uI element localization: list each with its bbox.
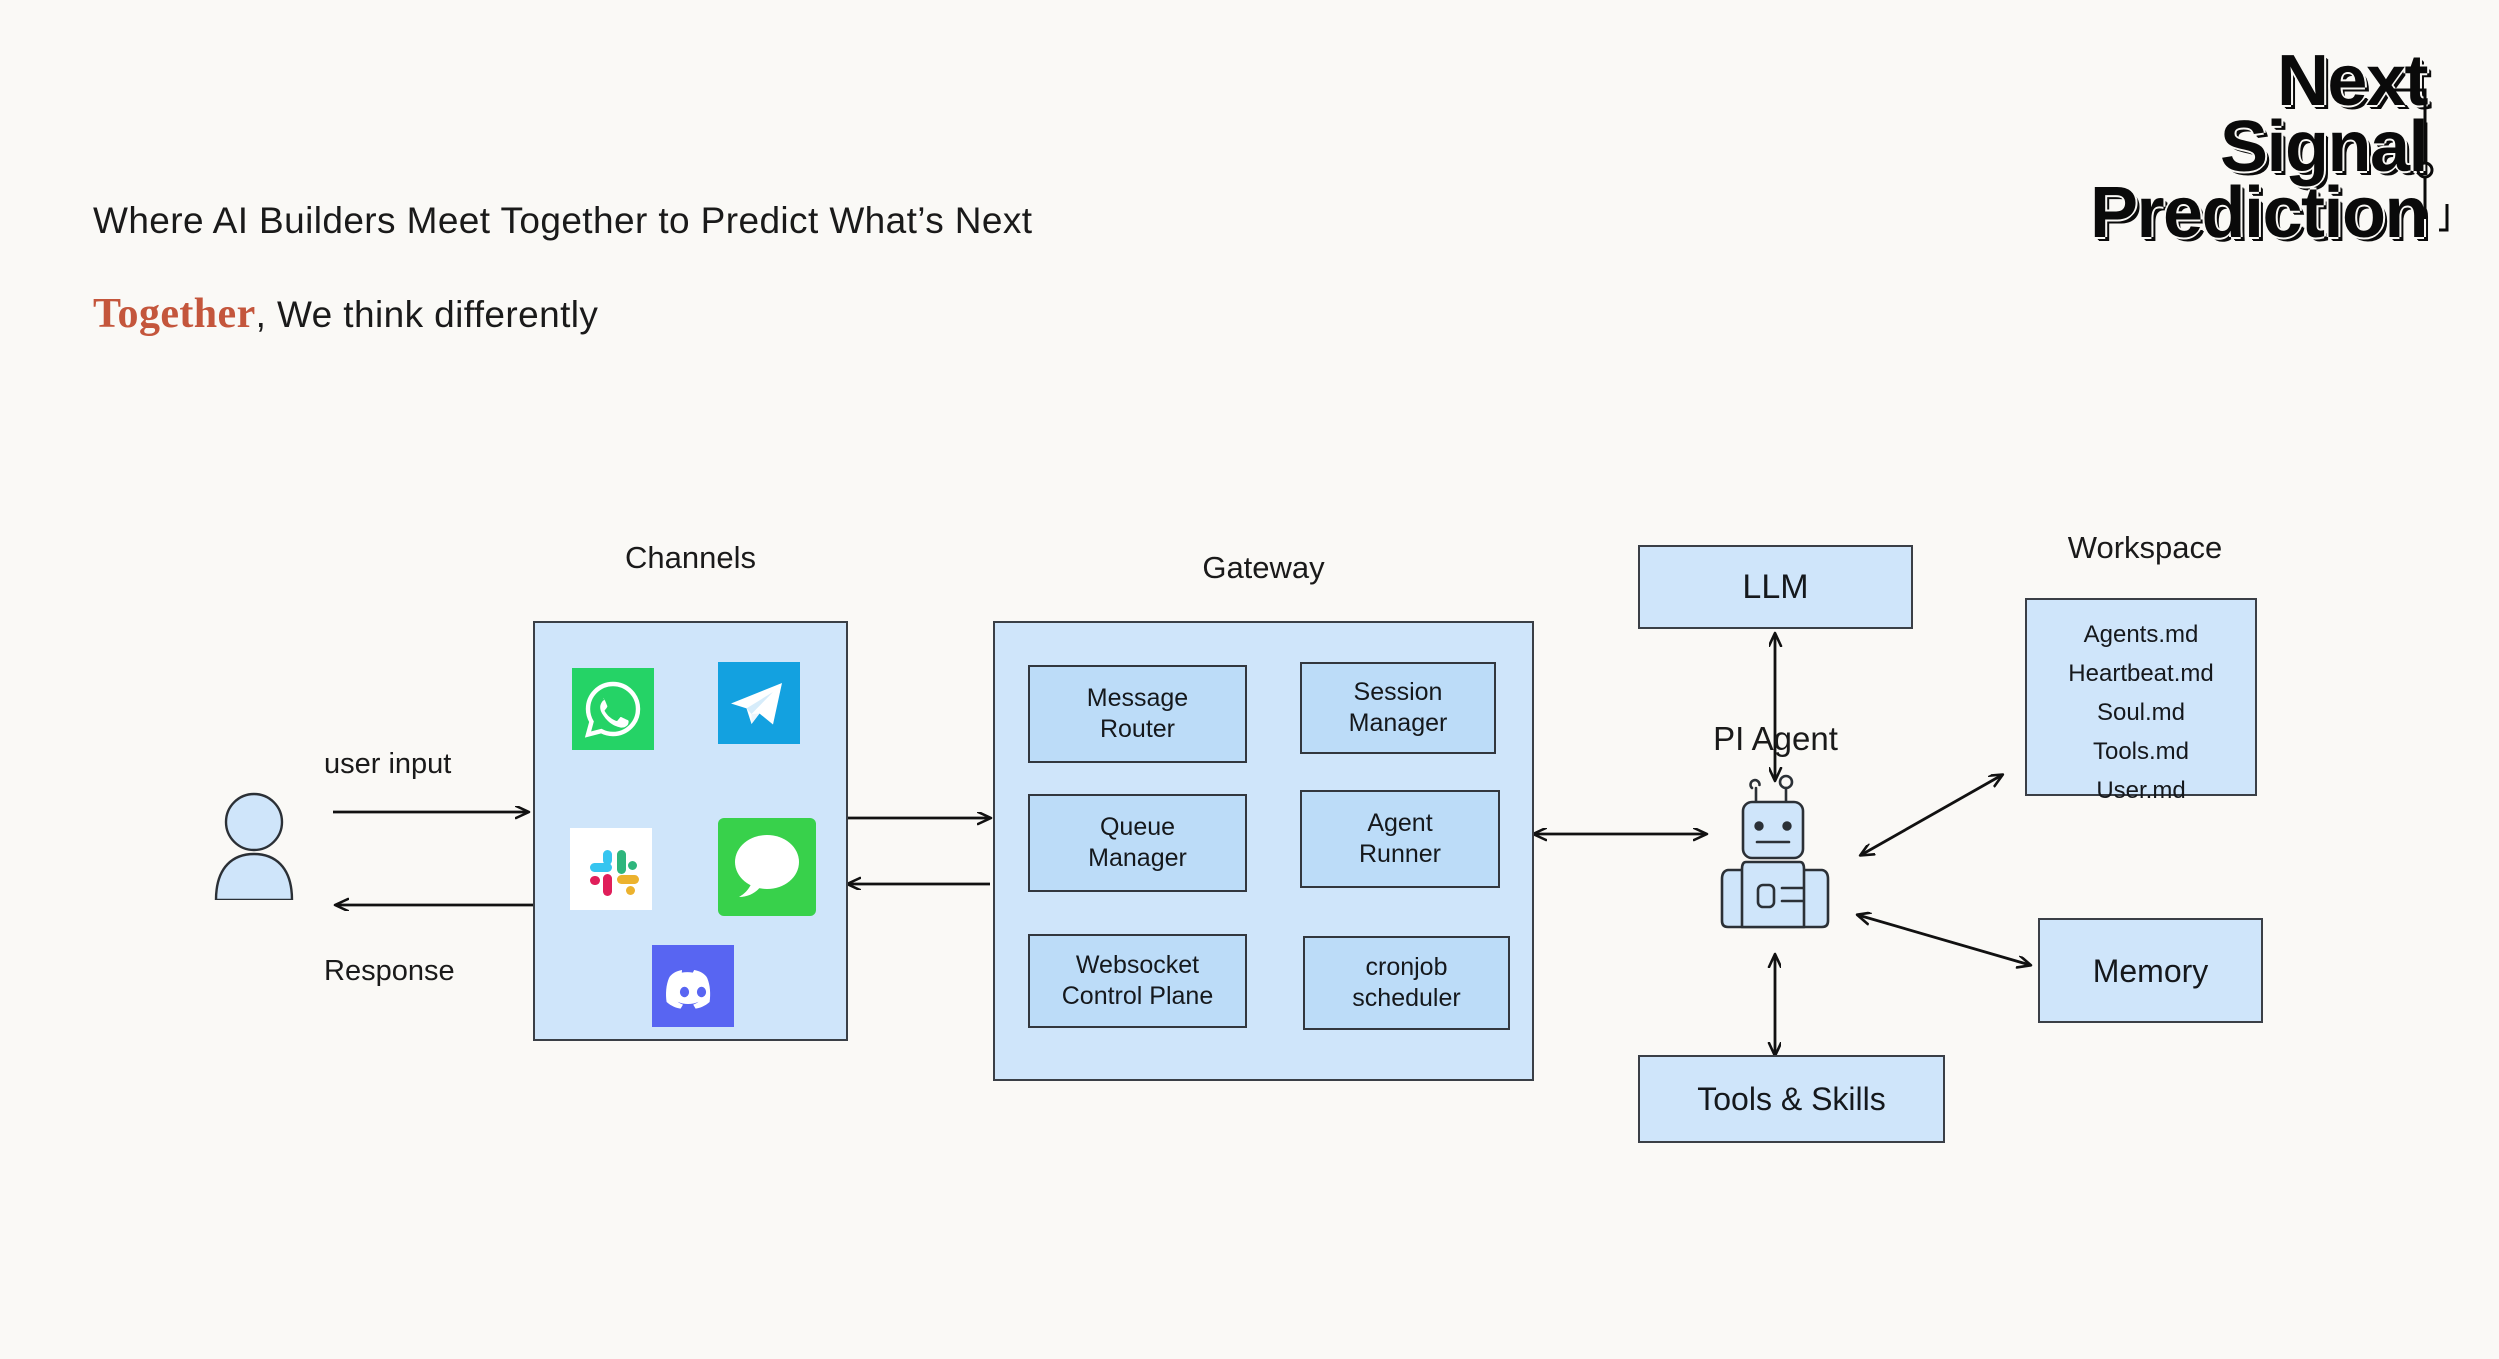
group-label-channels: Channels: [625, 540, 756, 575]
workspace-file-item[interactable]: Heartbeat.md: [2068, 659, 2214, 687]
edge-label-user-input: user input: [324, 748, 452, 780]
group-label-workspace: Workspace: [2067, 530, 2223, 565]
brand-logo: Next Signal Prediction: [2089, 45, 2429, 254]
edge-label-response: Response: [324, 955, 455, 987]
page-tagline: Where AI Builders Meet Together to Predi…: [93, 200, 1033, 241]
workspace-file-item[interactable]: Tools.md: [2092, 737, 2190, 765]
gateway-component-label: Session Manager: [1348, 677, 1448, 737]
robot-icon[interactable]: [1700, 768, 1850, 958]
group-label-gateway: Gateway: [1202, 550, 1325, 585]
node-pi-agent-label: PI Agent: [1713, 720, 1838, 757]
gateway-component-message-router[interactable]: Message Router: [1028, 665, 1247, 763]
gateway-component-label: Agent Runner: [1359, 808, 1441, 868]
workspace-container[interactable]: Agents.md Heartbeat.md Soul.md Tools.md …: [2025, 598, 2257, 804]
subtagline-accent: Together: [93, 291, 256, 337]
subtagline-rest: , We think differently: [255, 294, 599, 335]
gateway-component-session-manager[interactable]: Session Manager: [1300, 662, 1496, 754]
gateway-component-label: Websocket Control Plane: [1061, 950, 1214, 1010]
gateway-component-websocket-control-plane[interactable]: Websocket Control Plane: [1028, 934, 1247, 1028]
gateway-component-label: cronjob scheduler: [1352, 952, 1461, 1012]
gateway-component-label: Queue Manager: [1088, 812, 1187, 872]
workspace-file-item[interactable]: Agents.md: [2083, 621, 2199, 648]
user-avatar-icon: [214, 792, 294, 900]
slack-icon[interactable]: [570, 828, 652, 910]
imessage-icon[interactable]: [718, 818, 816, 916]
gateway-component-label: Message Router: [1086, 683, 1189, 743]
workspace-file-item[interactable]: Soul.md: [2096, 698, 2186, 726]
workspace-file-list: Agents.md Heartbeat.md Soul.md Tools.md …: [2027, 616, 2255, 810]
node-memory-label: Memory: [2092, 952, 2209, 989]
gateway-component-queue-manager[interactable]: Queue Manager: [1028, 794, 1247, 892]
workspace-file-item[interactable]: User.md: [2096, 776, 2186, 804]
logo-line-3: Prediction: [2089, 173, 2429, 254]
node-memory[interactable]: Memory: [2038, 918, 2263, 1023]
node-tools-skills-label: Tools & Skills: [1697, 1081, 1886, 1117]
gateway-component-cronjob-scheduler[interactable]: cronjob scheduler: [1303, 936, 1510, 1030]
telegram-icon[interactable]: [718, 662, 800, 744]
gateway-component-agent-runner[interactable]: Agent Runner: [1300, 790, 1500, 888]
node-llm-label: LLM: [1742, 567, 1809, 606]
node-llm[interactable]: LLM: [1638, 545, 1913, 629]
whatsapp-icon[interactable]: [572, 668, 654, 750]
discord-icon[interactable]: [652, 945, 734, 1027]
node-tools-skills[interactable]: Tools & Skills: [1638, 1055, 1945, 1143]
page-subtagline: Together, We think differently: [93, 290, 598, 338]
